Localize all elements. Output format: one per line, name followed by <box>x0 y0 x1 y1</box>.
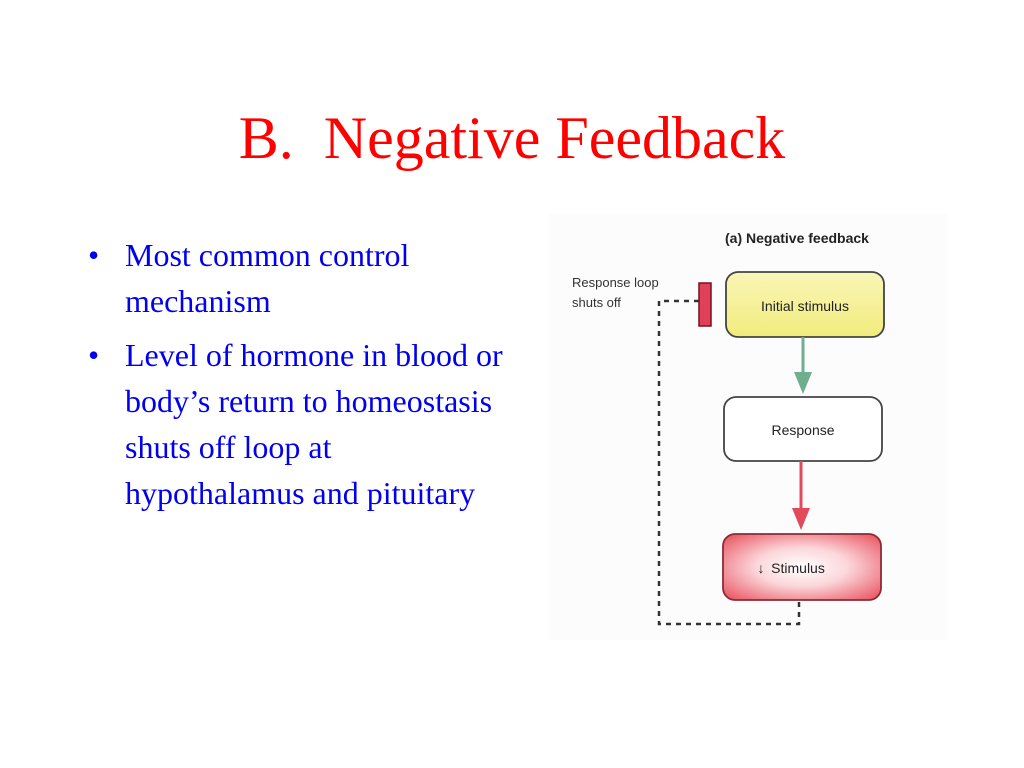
loop-label-line1: Response loop <box>572 275 659 290</box>
bullet-symbol: • <box>88 237 100 273</box>
response-label: Response <box>771 422 834 438</box>
response-box <box>723 396 883 462</box>
feedback-loop-dashed-line <box>657 299 801 626</box>
stop-bar <box>698 282 712 327</box>
bullet-list: • Most common control mechanism • Level … <box>88 232 508 524</box>
stimulus-label: Stimulus <box>771 560 825 576</box>
bullet-item: • Level of hormone in blood or body’s re… <box>88 332 508 516</box>
green-arrow-head <box>794 372 812 394</box>
red-arrow-head <box>792 508 810 530</box>
bullet-text: Level of hormone in blood or body’s retu… <box>125 337 503 511</box>
down-arrow-icon: ↓ <box>758 560 765 576</box>
loop-label-line2: shuts off <box>572 295 621 310</box>
slide-title: B. Negative Feedback <box>238 105 786 171</box>
initial-stimulus-label: Initial stimulus <box>761 298 849 314</box>
feedback-diagram: (a) Negative feedback Response loop shut… <box>572 230 885 626</box>
reduced-stimulus-box <box>722 533 882 601</box>
bullet-symbol: • <box>88 337 100 373</box>
figure-heading: (a) Negative feedback <box>725 230 869 246</box>
bullet-text: Most common control mechanism <box>125 237 410 319</box>
negative-feedback-figure: (a) Negative feedback Response loop shut… <box>548 214 948 640</box>
initial-stimulus-box <box>725 271 885 338</box>
bullet-item: • Most common control mechanism <box>88 232 508 324</box>
